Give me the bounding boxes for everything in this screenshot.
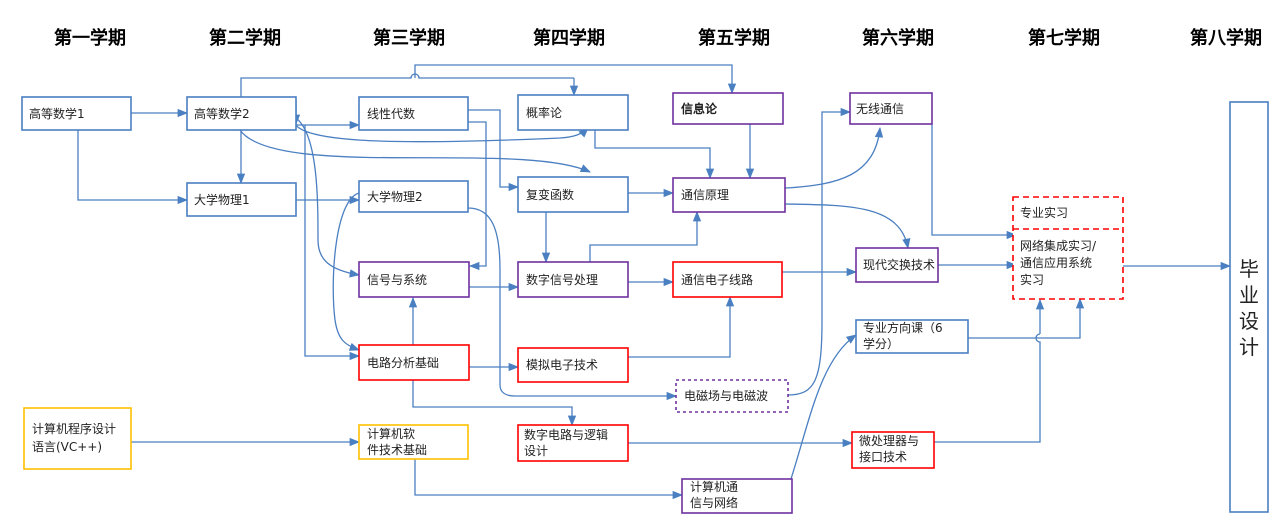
arrow-comm-principles-to-switching xyxy=(784,203,911,250)
course-label-probability: 概率论 xyxy=(526,105,562,120)
course-label-circuit-analysis: 电路分析基础 xyxy=(367,355,439,370)
semester-4-label: 第四学期 xyxy=(533,27,605,49)
course-boxes: 高等数学1 计算机程序设计 语言(VC++) 高等数学2 大学物理1 线性代数 … xyxy=(21,92,1269,514)
semester-2-label: 第二学期 xyxy=(209,27,281,49)
course-box-programming xyxy=(23,407,132,470)
course-box-physics1 xyxy=(186,182,297,217)
course-label-major-line1: 专业方向课（6 xyxy=(863,320,943,335)
connectors xyxy=(77,64,1232,500)
course-label-complex-functions: 复变函数 xyxy=(526,187,574,202)
course-box-dsp xyxy=(517,261,629,298)
course-box-practice-group xyxy=(1012,196,1124,300)
course-label-wireless: 无线通信 xyxy=(856,102,904,116)
arrow-physics1-to-circuit xyxy=(332,192,360,351)
course-label-network-line2: 通信应用系统 xyxy=(1020,255,1092,270)
arrow-math2-to-signals xyxy=(295,117,361,278)
course-label-signals-systems: 信号与系统 xyxy=(367,273,427,287)
course-label-computer-comm-line1: 计算机通 xyxy=(690,479,738,494)
course-label-physics1: 大学物理1 xyxy=(194,192,250,207)
course-label-dsp: 数字信号处理 xyxy=(526,272,598,287)
arrow-math2-to-probability xyxy=(293,112,589,143)
course-box-analog-electronics xyxy=(517,347,629,383)
course-box-comm-principles xyxy=(672,177,786,213)
course-label-em-fields: 电磁场与电磁波 xyxy=(684,388,768,403)
graduation-char-3: 设 xyxy=(1239,309,1259,333)
semester-5-label: 第五学期 xyxy=(698,27,770,49)
course-box-math2 xyxy=(186,96,297,131)
course-label-comm-principles: 通信原理 xyxy=(681,188,729,202)
course-box-info-theory xyxy=(672,92,784,125)
course-box-digital-logic xyxy=(517,424,629,462)
course-label-info-theory: 信息论 xyxy=(681,101,718,116)
semester-3-label: 第三学期 xyxy=(373,27,445,49)
course-box-comm-circuits xyxy=(672,261,783,298)
semester-8-label: 第八学期 xyxy=(1190,27,1262,49)
arrow-physics2-to-em xyxy=(467,207,678,401)
course-label-math2: 高等数学2 xyxy=(194,106,250,121)
course-box-modern-switching xyxy=(855,247,939,283)
semester-header: 第一学期 第二学期 第三学期 第四学期 第五学期 第六学期 第七学期 第八学期 xyxy=(54,27,1262,49)
arrow-math2-to-complex-functions xyxy=(239,129,591,173)
course-label-physics2: 大学物理2 xyxy=(367,189,423,204)
course-box-graduation xyxy=(1229,101,1269,513)
course-box-signals-systems xyxy=(358,261,470,298)
arrow-to-info-theory xyxy=(414,64,737,95)
arrow-dsp-to-comm-principles xyxy=(589,210,702,262)
course-label-software-line1: 计算机软 xyxy=(367,426,415,441)
course-label-analog-electronics: 模拟电子技术 xyxy=(526,358,598,372)
course-box-linear-algebra xyxy=(358,96,469,131)
arrow-math2-to-circuit-analysis xyxy=(304,125,361,361)
course-label-math1: 高等数学1 xyxy=(29,106,85,121)
arrow-linear-to-complex xyxy=(468,109,520,192)
course-box-software-foundation xyxy=(358,424,469,460)
arrow-computer-comm-to-major xyxy=(789,334,857,483)
arrow-circuit-to-digital xyxy=(412,380,577,427)
arrow-em-to-wireless xyxy=(787,107,852,396)
arrow-analog-to-comm-circuits xyxy=(628,295,735,358)
course-label-modern-switching: 现代交换技术 xyxy=(863,257,935,272)
course-label-software-line2: 件技术基础 xyxy=(367,443,427,457)
arrow-comm-principles-to-wireless xyxy=(784,126,884,189)
semester-1-label: 第一学期 xyxy=(54,27,126,49)
course-label-computer-comm-line2: 信与网络 xyxy=(690,495,738,510)
course-label-network-line1: 网络集成实习/ xyxy=(1020,238,1097,253)
arrow-probability-to-comm-principles xyxy=(594,130,715,180)
course-box-major-direction xyxy=(855,319,969,354)
arrow-wireless-to-network xyxy=(931,124,1018,240)
course-label-digital-line2: 设计 xyxy=(524,444,548,458)
course-label-programming-line2: 语言(VC++) xyxy=(32,440,102,454)
arrow-top-route xyxy=(240,73,574,97)
graduation-char-4: 计 xyxy=(1239,335,1259,359)
graduation-char-2: 业 xyxy=(1239,283,1259,307)
course-label-comm-circuits: 通信电子线路 xyxy=(681,272,753,287)
course-label-micro-line2: 接口技术 xyxy=(859,449,907,464)
graduation-char-1: 毕 xyxy=(1239,257,1259,281)
course-label-programming-line1: 计算机程序设计 xyxy=(32,421,116,436)
course-box-complex-functions xyxy=(517,176,629,213)
course-box-em-fields xyxy=(675,379,789,413)
arrow-math1-to-physics1 xyxy=(77,130,189,205)
course-box-circuit-analysis xyxy=(358,344,470,381)
course-label-digital-line1: 数字电路与逻辑 xyxy=(524,427,608,442)
course-label-micro-line1: 微处理器与 xyxy=(859,434,919,448)
arrow-linear-to-signals xyxy=(468,121,487,271)
course-label-major-line2: 学分） xyxy=(863,336,899,351)
arrow-software-to-computer-comm xyxy=(414,459,684,500)
course-label-internship: 专业实习 xyxy=(1020,205,1068,220)
course-box-physics2 xyxy=(358,180,469,213)
arrow-major-direction-to-network xyxy=(968,297,1085,339)
semester-6-label: 第六学期 xyxy=(862,27,934,49)
course-box-math1 xyxy=(21,96,132,131)
semester-7-label: 第七学期 xyxy=(1028,27,1100,49)
course-box-microprocessor xyxy=(851,431,935,469)
course-label-network-line3: 实习 xyxy=(1020,272,1044,287)
arrow-micro-route xyxy=(934,333,1041,443)
course-box-wireless xyxy=(849,92,933,125)
course-box-computer-comm xyxy=(681,478,793,514)
course-label-linear-algebra: 线性代数 xyxy=(367,106,415,121)
course-box-probability xyxy=(517,94,629,131)
